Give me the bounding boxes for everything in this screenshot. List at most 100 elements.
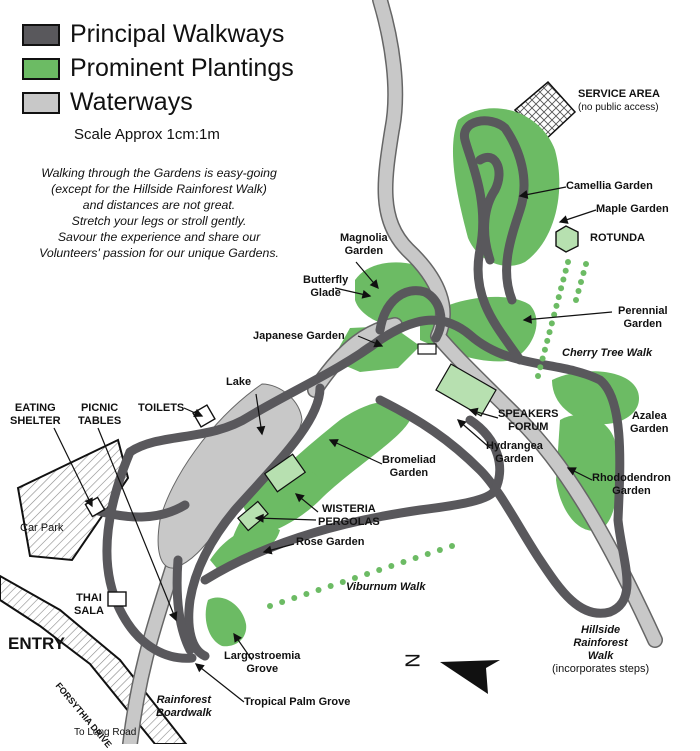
walk-dot — [388, 563, 395, 569]
intro-line: (except for the Hillside Rainforest Walk… — [51, 182, 267, 196]
walkways — [90, 116, 632, 663]
walk-dot — [560, 276, 567, 283]
walkway-north-inner — [475, 153, 504, 265]
walk-dot — [400, 559, 407, 565]
walkway-main-loop — [125, 315, 632, 618]
walk-dot — [575, 288, 582, 294]
label-viburnum-walk: Viburnum Walk — [346, 581, 426, 593]
largostroemia-planting — [205, 597, 247, 647]
intro-line: Volunteers' passion for our unique Garde… — [39, 246, 279, 260]
walk-dot — [544, 337, 551, 344]
cherry-tree-walk-dots — [535, 259, 589, 379]
leader-line — [255, 517, 317, 521]
walk-dot — [315, 587, 322, 593]
arrowhead — [373, 338, 384, 348]
walk-dot — [573, 297, 579, 303]
arrowhead — [84, 497, 93, 508]
walk-dot — [553, 302, 560, 309]
label-toilets: TOILETS — [138, 402, 185, 414]
walk-dot — [535, 373, 541, 379]
walkway-north-loop — [460, 116, 529, 365]
arrowhead — [262, 545, 273, 555]
car-park-area — [16, 438, 130, 562]
label-service-area: SERVICE AREA(no public access) — [578, 88, 660, 113]
arrowhead — [468, 407, 479, 417]
intro-line: Stretch your legs or stroll gently. — [71, 214, 247, 228]
scale-note: Scale Approx 1cm:1m — [74, 126, 220, 143]
leader-line — [195, 663, 245, 703]
arrowhead — [168, 611, 178, 622]
leader-arrows — [53, 186, 613, 703]
walk-dot — [555, 294, 562, 301]
walk-dot — [551, 311, 558, 318]
label-camellia: Camellia Garden — [566, 180, 653, 192]
arrowhead — [233, 632, 243, 643]
walk-dot — [541, 346, 548, 353]
walk-dot — [436, 547, 443, 553]
label-long-road: To Long Road — [74, 727, 137, 738]
walk-dot — [424, 551, 431, 557]
walk-dot — [279, 599, 286, 605]
intro-line: and distances are not great. — [82, 198, 236, 212]
label-rotunda: ROTUNDA — [590, 232, 645, 244]
walk-dot — [449, 543, 455, 549]
walk-dot — [351, 575, 358, 581]
leader-line — [97, 427, 177, 621]
arrowhead — [254, 513, 264, 523]
thai-sala-building — [107, 591, 127, 607]
walkway-butterfly — [375, 286, 446, 343]
walk-dot — [580, 270, 587, 276]
speakers-forum-building — [435, 363, 497, 417]
label-lake: Lake — [226, 376, 252, 388]
arrowhead — [558, 215, 569, 224]
walkway-swatch — [22, 23, 60, 46]
walk-dot — [412, 555, 419, 561]
viburnum-walk-dots — [267, 543, 455, 609]
legend-waterways-label: Waterways — [70, 88, 193, 116]
walk-dot — [364, 571, 371, 577]
intro-line: Savour the experience and share our — [57, 230, 261, 244]
walkway-rainforest — [172, 555, 195, 655]
walk-dot — [558, 285, 565, 292]
walk-dot — [565, 259, 571, 265]
planting-swatch — [22, 57, 60, 80]
label-tropical-palm: Tropical Palm Grove — [244, 696, 351, 708]
walk-dot — [303, 591, 310, 597]
label-entry: ENTRY — [8, 634, 65, 653]
leader-line — [53, 427, 93, 507]
japanese-bridge — [417, 343, 437, 355]
legend-walkways: Principal Walkways — [22, 22, 284, 47]
walk-dot — [562, 267, 569, 274]
walkway-lake-east — [184, 383, 325, 661]
walk-dot — [291, 595, 298, 601]
toilets-building — [192, 404, 216, 428]
arrowhead — [456, 419, 467, 429]
label-maple: Maple Garden — [596, 203, 669, 215]
walk-dot — [267, 603, 273, 609]
arrowhead — [328, 439, 339, 448]
wisteria-pergola-2 — [237, 500, 269, 532]
legend-plantings: Prominent Plantings — [22, 56, 294, 81]
walk-dot — [339, 579, 346, 585]
intro-line: Walking through the Gardens is easy-goin… — [41, 166, 277, 180]
arrowhead — [361, 289, 372, 299]
arrowhead — [522, 314, 532, 324]
leader-line — [519, 186, 567, 197]
intro-text: Walking through the Gardens is easy-goin… — [18, 165, 300, 261]
label-rose: Rose Garden — [296, 536, 365, 548]
walk-dot — [327, 583, 334, 589]
